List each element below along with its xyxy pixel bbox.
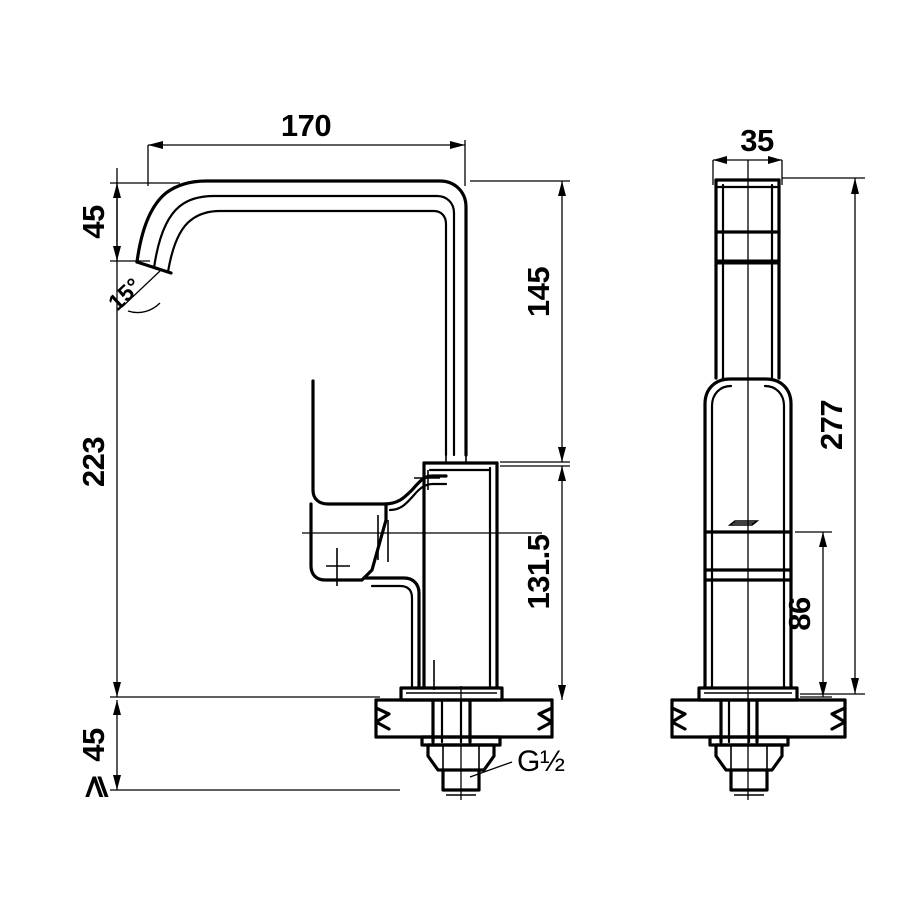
dim-223-label: 223	[76, 437, 111, 487]
handle-lower-arm	[362, 576, 421, 690]
dim-131-5-arrow-bottom	[558, 685, 566, 700]
side-deck-break-left	[670, 706, 687, 731]
dim-145-arrow-bottom	[558, 447, 566, 462]
dim-15deg-arc	[127, 302, 161, 314]
side-elevation-view	[670, 160, 847, 800]
dim-min45-arrow-bottom	[113, 775, 121, 790]
side-mounting-shank	[719, 698, 759, 744]
handle-lever-outline	[311, 379, 448, 506]
mounting-shank	[431, 698, 472, 744]
side-body-inner-right	[763, 384, 786, 690]
spout-outlet-tip	[135, 260, 173, 275]
side-body-inner-left	[710, 384, 733, 690]
dim-277-arrow-top	[851, 178, 859, 194]
under-deck-washer	[420, 735, 502, 747]
dim-170-label: 170	[281, 108, 331, 143]
spout-inner-curve	[152, 194, 456, 457]
dim-86-arrow-top	[819, 532, 827, 547]
base-flange-plate	[399, 686, 504, 702]
dim-35-label: 35	[740, 123, 774, 158]
dim-277-arrow-bottom	[851, 678, 859, 694]
handle-hub-taper	[309, 502, 388, 582]
dim-170-arrow-left	[148, 141, 163, 149]
dim-131-5-label: 131.5	[521, 534, 556, 609]
side-view-dimensions: 35 277 86	[712, 123, 865, 698]
thread-callout-label-g: G	[517, 745, 540, 778]
deck-break-line-right	[537, 706, 554, 731]
spout-wall-curve	[166, 209, 448, 457]
thread-callout-leader	[469, 761, 513, 778]
dim-min45-symbol: ⩾	[76, 774, 111, 799]
dim-min45-label: 45	[76, 728, 111, 762]
handle-lever-inner-line	[388, 482, 448, 512]
spout-outer-curve	[135, 179, 468, 457]
dim-145-arrow-top	[558, 181, 566, 196]
side-threaded-tail	[729, 768, 769, 792]
hex-nut	[426, 743, 496, 772]
dim-86-arrow-bottom	[819, 682, 827, 697]
side-hex-nut	[714, 743, 784, 772]
dim-131-5-arrow-top	[558, 466, 566, 481]
dim-277-label: 277	[814, 400, 849, 450]
dim-45-label: 45	[76, 205, 111, 239]
dim-145-label: 145	[521, 267, 556, 317]
front-elevation-view	[135, 179, 554, 800]
body-cylinder-outline	[422, 461, 499, 690]
dim-35-arrow-right	[768, 156, 782, 164]
dim-15deg-label: 15°	[103, 273, 146, 316]
front-view-dimensions: 170 45 15° 223 45 ⩾ 145	[76, 108, 570, 800]
side-under-deck-washer	[708, 735, 790, 747]
side-deck-break-right	[830, 706, 847, 731]
dim-15deg-leader	[121, 270, 161, 308]
dim-35-arrow-left	[713, 156, 727, 164]
dim-170-arrow-right	[450, 141, 465, 149]
handle-lower-arm-inner	[370, 584, 414, 690]
dim-223-arrow-bottom	[113, 682, 121, 697]
thread-callout-label-size: ½	[540, 745, 565, 778]
dim-86-label: 86	[782, 597, 817, 631]
deck-break-line-left	[374, 706, 391, 731]
dim-min45-arrow-top	[113, 700, 121, 715]
